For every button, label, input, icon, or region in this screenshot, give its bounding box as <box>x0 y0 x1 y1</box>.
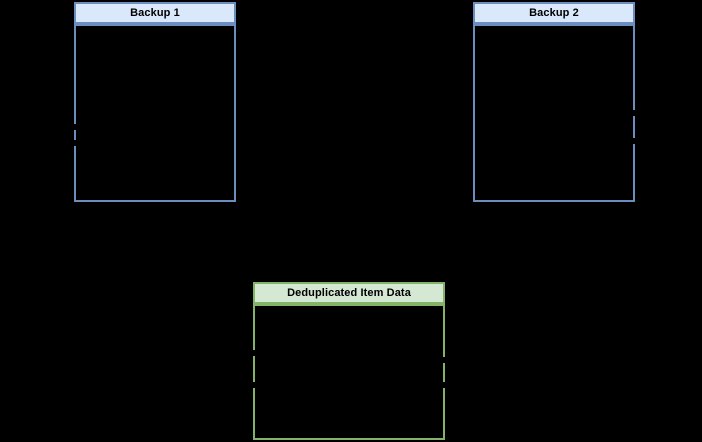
node-backup-1-title: Backup 1 <box>74 2 236 24</box>
backup-2-body-edge-top <box>473 24 635 26</box>
backup-2-body-edge-right-seg-0 <box>633 24 635 110</box>
backup-2-body-edge-left-seg-last <box>473 24 475 202</box>
node-backup-2[interactable]: Backup 2 <box>473 2 635 202</box>
backup-1-body-edge-bottom <box>74 200 236 202</box>
dedup-body-edge-right-seg-0 <box>443 304 445 357</box>
backup-2-body-edge-right-seg-last <box>633 144 635 202</box>
dedup-body-edge-left-seg-last <box>253 388 255 440</box>
node-deduplicated-item-data-title: Deduplicated Item Data <box>253 282 445 304</box>
backup-1-body-edge-left-seg-0 <box>74 24 76 124</box>
dedup-body-edge-right-seg-1 <box>443 363 445 382</box>
dedup-body-edge-bottom <box>253 438 445 440</box>
node-backup-1[interactable]: Backup 1 <box>74 2 236 202</box>
backup-2-body-edge-right-seg-1 <box>633 116 635 138</box>
backup-1-body-edge-left-seg-last <box>74 146 76 202</box>
backup-1-body-edge-top <box>74 24 236 26</box>
backup-1-body-edge-left-seg-1 <box>74 130 76 140</box>
node-deduplicated-item-data[interactable]: Deduplicated Item Data <box>253 282 445 440</box>
dedup-body-edge-right-seg-last <box>443 388 445 440</box>
dedup-body-edge-left-seg-0 <box>253 304 255 350</box>
node-backup-2-title: Backup 2 <box>473 2 635 24</box>
backup-2-body-edge-bottom <box>473 200 635 202</box>
dedup-body-edge-left-seg-1 <box>253 356 255 382</box>
dedup-body-edge-top <box>253 304 445 306</box>
backup-1-body-edge-right-seg-last <box>234 24 236 202</box>
